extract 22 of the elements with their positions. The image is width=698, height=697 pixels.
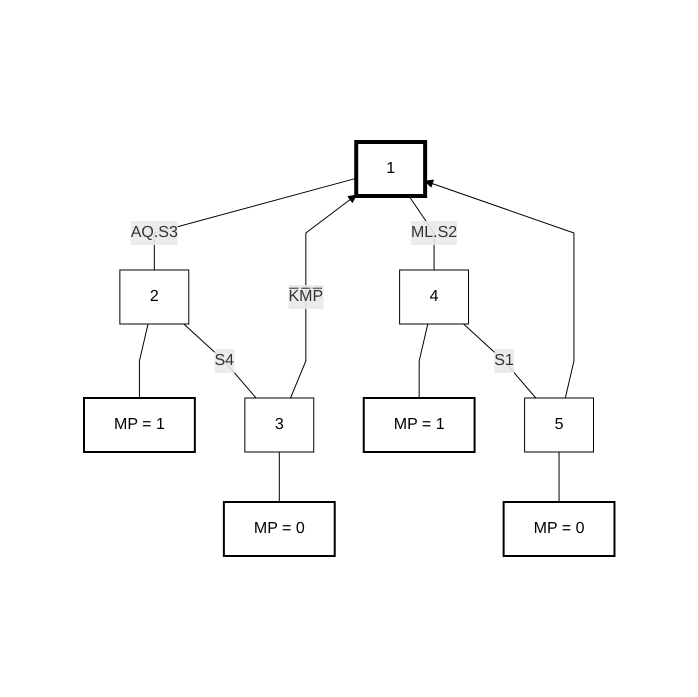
edge-label: S1 — [494, 352, 514, 368]
arrow — [424, 179, 574, 398]
connector — [418, 323, 428, 398]
node-box: MP = 1 — [82, 396, 196, 452]
connector — [183, 323, 256, 398]
node-box: 5 — [524, 397, 594, 452]
node-box: 1 — [354, 140, 427, 198]
connector — [278, 451, 280, 502]
node-box: MP = 0 — [222, 500, 336, 556]
edge-label: AQ.S3 — [130, 224, 178, 240]
connector — [462, 323, 536, 398]
connector — [138, 323, 148, 398]
node-box: 2 — [119, 269, 190, 324]
node-box: MP = 1 — [362, 396, 476, 452]
connector — [558, 451, 560, 502]
edge-label: K̅M̅P̅ — [288, 288, 323, 304]
edge-label: S4 — [214, 352, 234, 368]
node-box: MP = 0 — [502, 500, 616, 556]
node-box: 3 — [244, 397, 314, 452]
node-box: 4 — [398, 269, 469, 324]
edge-label: ML.S2 — [410, 224, 457, 240]
arrow — [290, 194, 356, 398]
